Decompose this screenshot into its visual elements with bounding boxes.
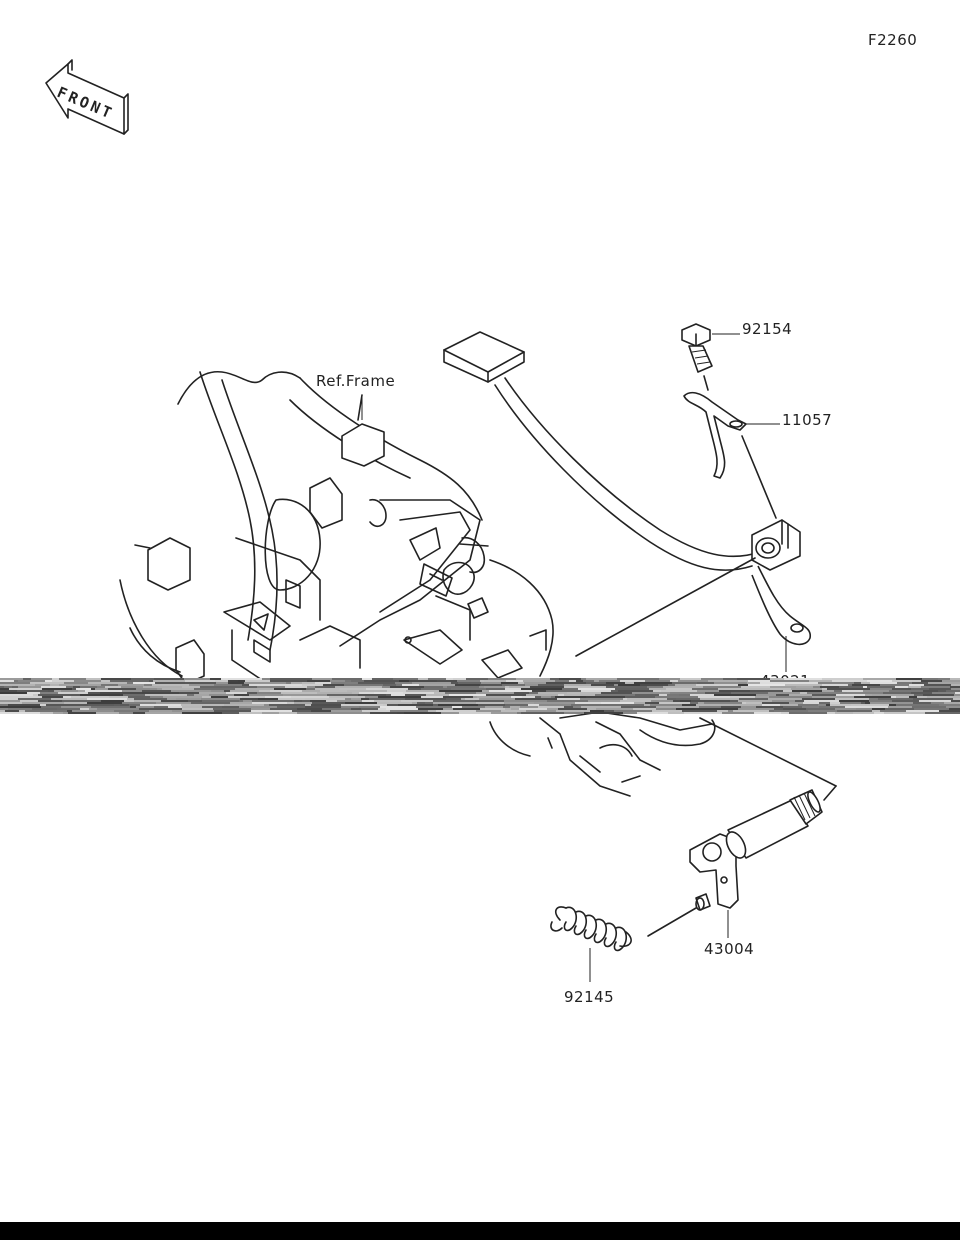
part-number-92154[interactable]: 92154 (742, 320, 792, 338)
bottom-border-bar (0, 1222, 960, 1240)
front-direction-arrow-icon: FRONT (45, 59, 129, 135)
pivot-shaft-43004 (689, 789, 823, 911)
frame-assembly (119, 371, 716, 797)
part-number-92145[interactable]: 92145 (564, 988, 614, 1006)
brake-pedal-43021 (443, 331, 812, 646)
scan-noise-band (0, 678, 960, 714)
return-spring-92145 (550, 906, 632, 952)
bolt-92154 (681, 323, 713, 373)
bracket-11057 (683, 391, 747, 479)
figure-code: F2260 (868, 31, 917, 49)
ref-frame-label: Ref.Frame (316, 372, 395, 390)
part-number-11057[interactable]: 11057 (782, 411, 832, 429)
part-number-43004[interactable]: 43004 (704, 940, 754, 958)
leader-lines (361, 333, 837, 982)
